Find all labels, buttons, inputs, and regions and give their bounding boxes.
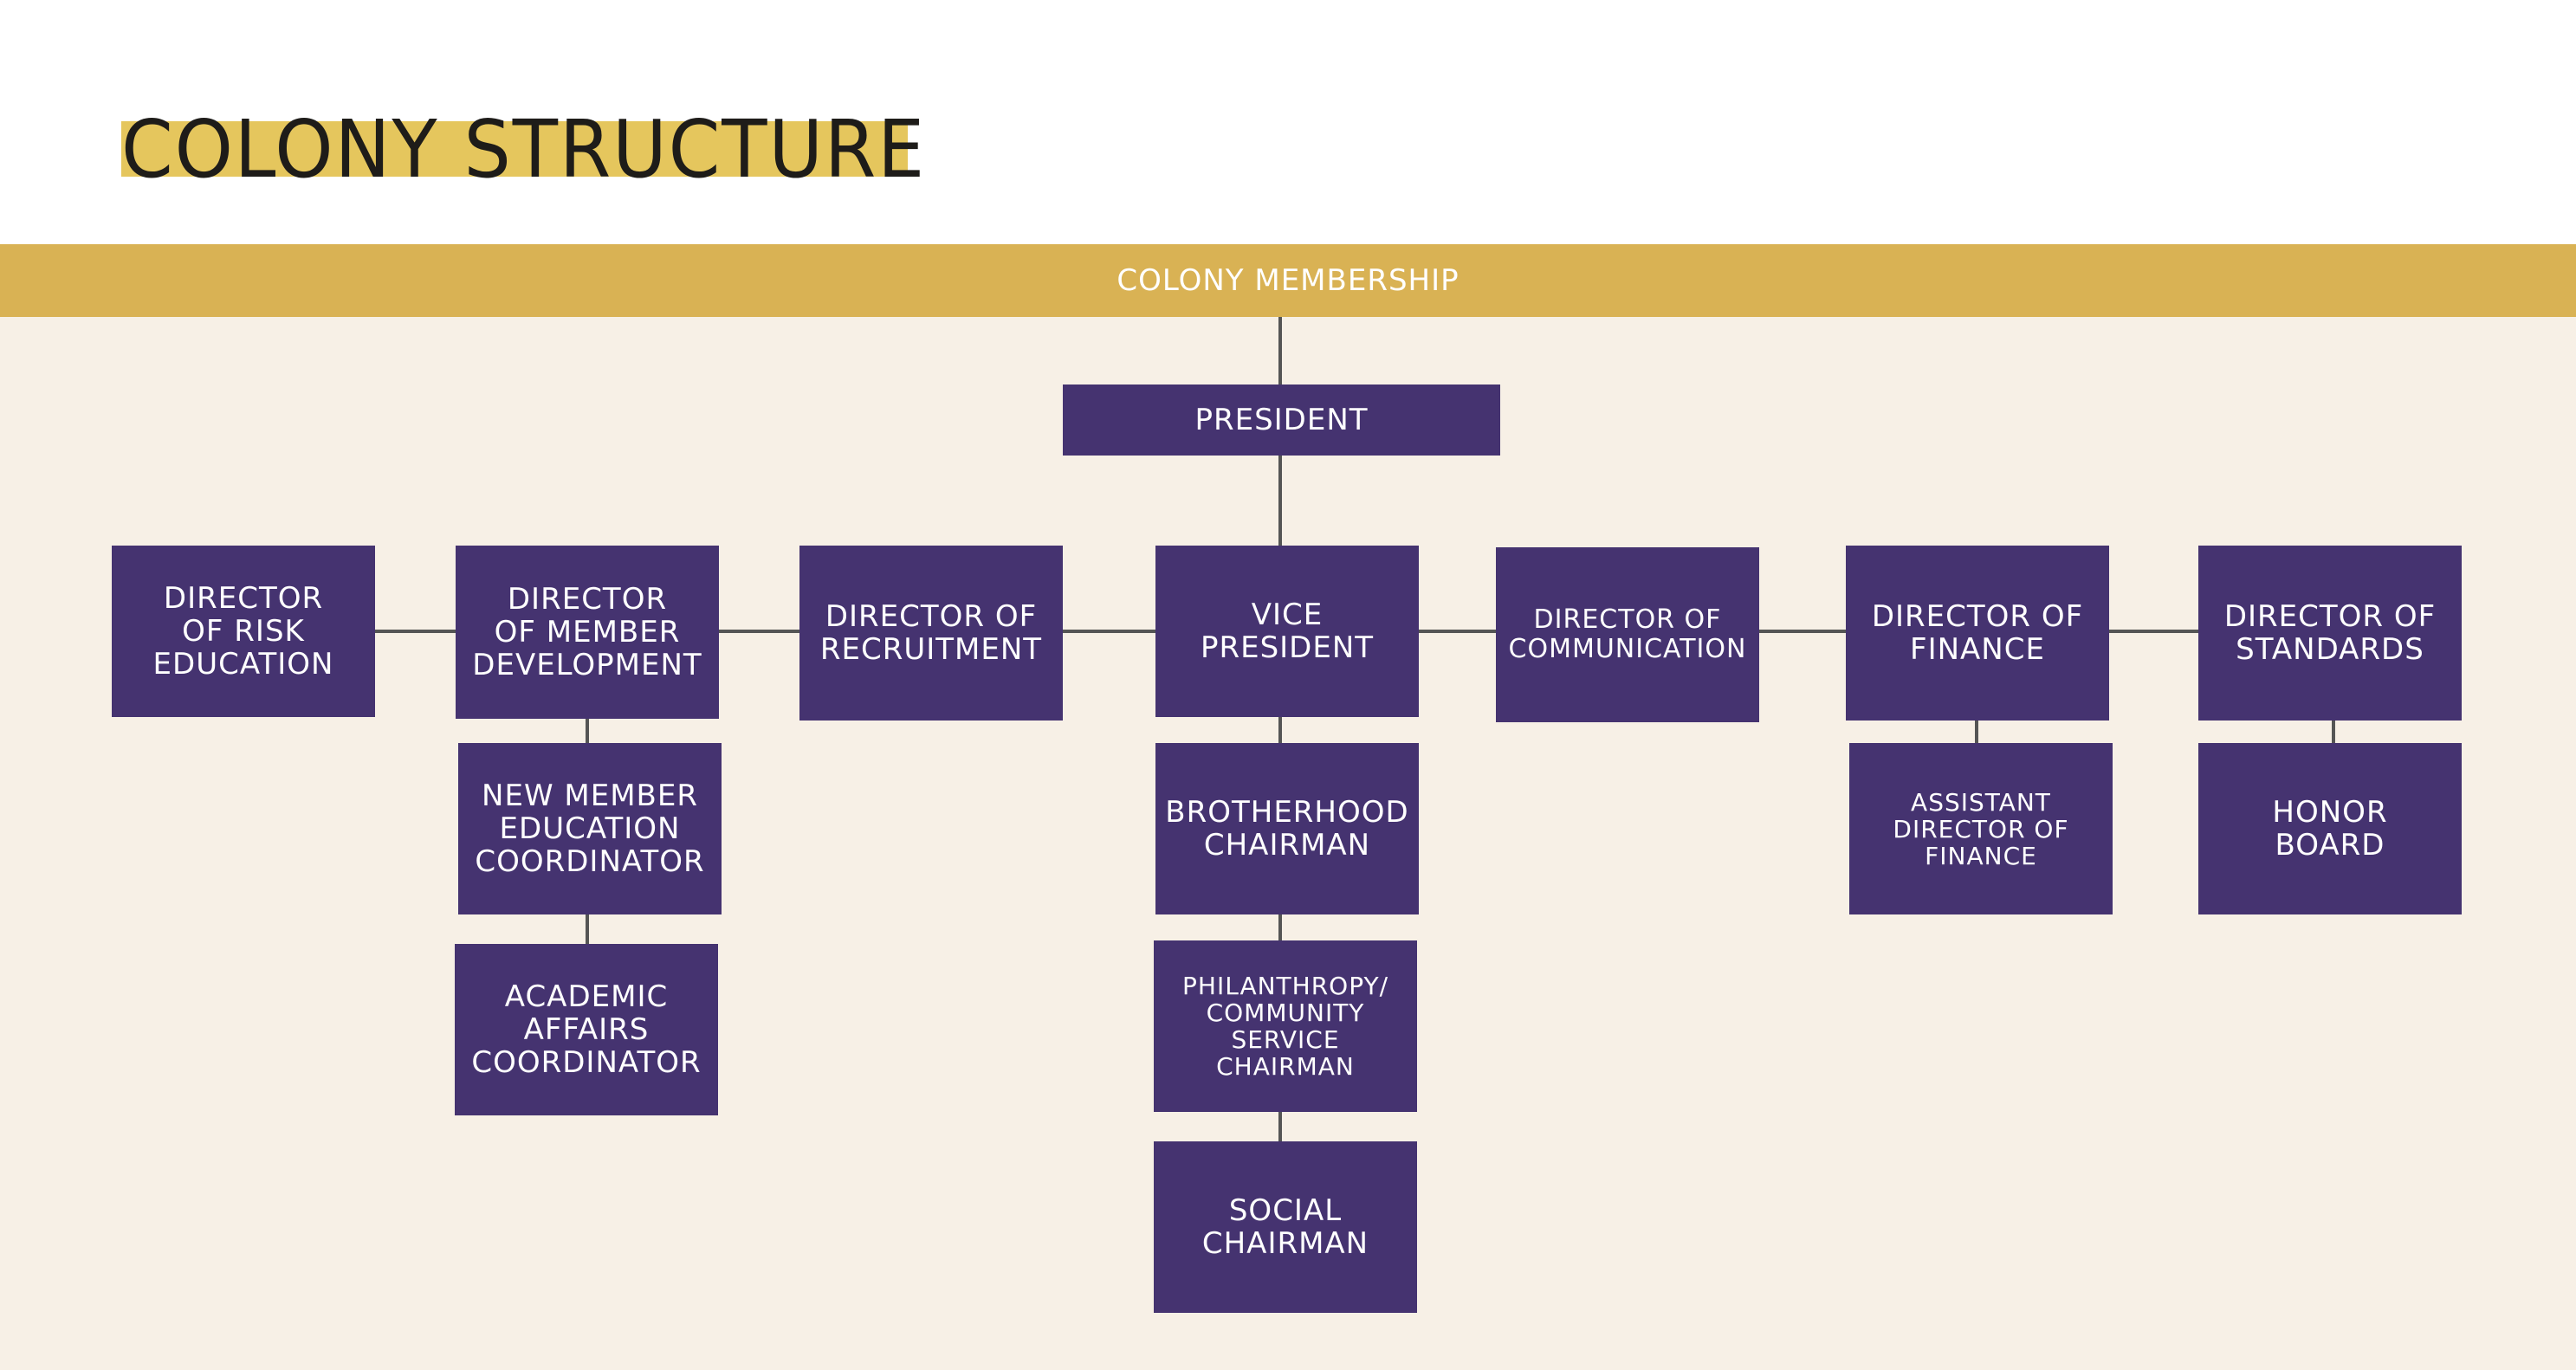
box-vice-president: VICE PRESIDENT	[1155, 546, 1419, 717]
box-label: PHILANTHROPY/ COMMUNITY SERVICE CHAIRMAN	[1182, 972, 1388, 1081]
box-brotherhood-chairman: BROTHERHOOD CHAIRMAN	[1155, 743, 1419, 914]
box-academic-affairs-coordinator: ACADEMIC AFFAIRS COORDINATOR	[455, 944, 718, 1115]
box-label: BROTHERHOOD CHAIRMAN	[1165, 795, 1409, 863]
box-new-member-education-coordinator: NEW MEMBER EDUCATION COORDINATOR	[458, 743, 722, 914]
box-assistant-director-finance: ASSISTANT DIRECTOR OF FINANCE	[1849, 743, 2113, 914]
box-label: ASSISTANT DIRECTOR OF FINANCE	[1893, 787, 2069, 870]
box-director-member-development: DIRECTOR OF MEMBER DEVELOPMENT	[456, 546, 719, 719]
box-label: VICE PRESIDENT	[1200, 598, 1375, 665]
box-label: DIRECTOR OF COMMUNICATION	[1508, 604, 1747, 664]
box-label: ACADEMIC AFFAIRS COORDINATOR	[471, 979, 702, 1080]
box-label: SOCIAL CHAIRMAN	[1201, 1193, 1369, 1261]
box-label: DIRECTOR OF STANDARDS	[2223, 599, 2437, 667]
box-director-risk-education: DIRECTOR OF RISK EDUCATION	[112, 546, 375, 717]
box-honor-board: HONOR BOARD	[2198, 743, 2462, 914]
title-block: COLONY STRUCTURE	[121, 102, 987, 197]
box-social-chairman: SOCIAL CHAIRMAN	[1154, 1141, 1417, 1313]
page-title: COLONY STRUCTURE	[121, 103, 927, 196]
box-director-recruitment: DIRECTOR OF RECRUITMENT	[799, 546, 1063, 721]
box-label: PRESIDENT	[1194, 403, 1369, 437]
box-label: DIRECTOR OF MEMBER DEVELOPMENT	[472, 582, 702, 682]
box-president: PRESIDENT	[1063, 385, 1500, 456]
box-label: NEW MEMBER EDUCATION COORDINATOR	[475, 779, 705, 879]
box-label: DIRECTOR OF RECRUITMENT	[819, 599, 1043, 667]
box-label: HONOR BOARD	[2272, 795, 2388, 863]
box-label: DIRECTOR OF FINANCE	[1871, 599, 2084, 667]
colony-membership-bar: COLONY MEMBERSHIP	[0, 244, 2576, 317]
box-philanthropy-community-service-chairman: PHILANTHROPY/ COMMUNITY SERVICE CHAIRMAN	[1154, 940, 1417, 1112]
box-label: DIRECTOR OF RISK EDUCATION	[152, 581, 334, 682]
colony-membership-label: COLONY MEMBERSHIP	[1116, 263, 1460, 298]
box-director-standards: DIRECTOR OF STANDARDS	[2198, 546, 2462, 721]
title-highlight	[121, 121, 908, 177]
box-director-finance: DIRECTOR OF FINANCE	[1846, 546, 2109, 721]
box-director-communication: DIRECTOR OF COMMUNICATION	[1496, 547, 1759, 722]
